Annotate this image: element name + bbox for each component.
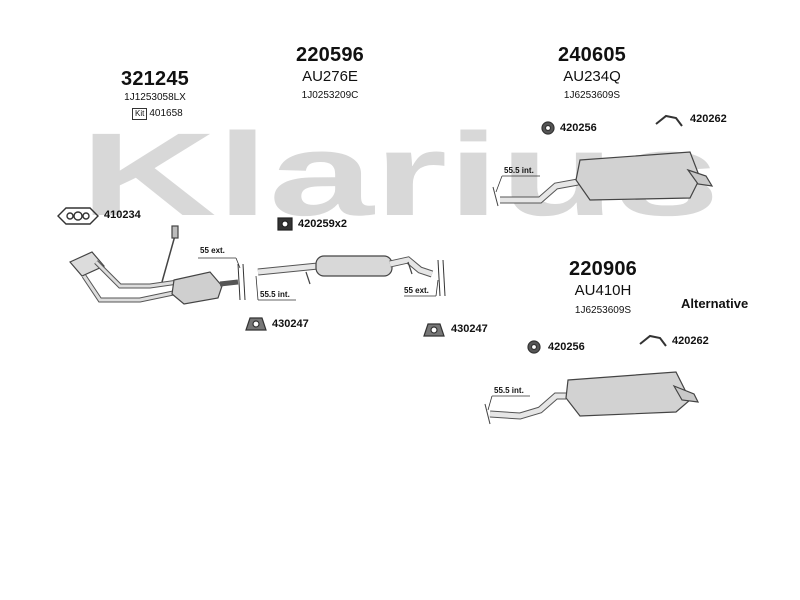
clamp-icon-420259: [277, 217, 293, 231]
fitting-420259: 420259x2: [298, 218, 347, 230]
measurement-555int-bottom: 55.5 int.: [494, 386, 524, 395]
fitting-420256-top: 420256: [560, 122, 597, 134]
joint-markers: [237, 259, 446, 301]
measurement-55ext-left: 55 ext.: [200, 246, 225, 255]
hanger-icon-top: [655, 114, 683, 127]
part-number-220906: 220906: [569, 258, 637, 280]
fitting-430247-right: 430247: [451, 323, 488, 335]
part-number-321245: 321245: [121, 68, 189, 90]
measurement-55ext-right: 55 ext.: [404, 286, 429, 295]
rubber-mount-icon-right: [423, 323, 445, 337]
fitting-420262-bottom: 420262: [672, 335, 709, 347]
middle-silencer: [257, 255, 434, 285]
rear-silencer-top: [492, 151, 714, 207]
alternative-label: Alternative: [681, 296, 749, 311]
rear-silencer-bottom: [484, 371, 700, 425]
oem-number-321245: 1J1253058LX: [124, 92, 186, 103]
rubber-mount-icon-left: [245, 317, 267, 331]
fitting-420262-top: 420262: [690, 113, 727, 125]
rubber-mount-icon-top: [541, 121, 555, 135]
ref-number-220906: AU410H: [574, 282, 632, 299]
rubber-mount-icon-bottom: [527, 340, 541, 354]
front-pipe-catalyst: [69, 225, 239, 305]
measurement-555int-top: 55.5 int.: [504, 166, 534, 175]
oem-number-220596: 1J0253209C: [301, 90, 359, 101]
ref-number-220596: AU276E: [302, 68, 358, 85]
measurement-leaders: [198, 175, 540, 411]
oem-number-220906: 1J6253609S: [574, 305, 632, 316]
fitting-420256-bottom: 420256: [548, 341, 585, 353]
kit-badge: Kit: [132, 108, 148, 120]
measurement-555int-mid: 55.5 int.: [260, 290, 290, 299]
hanger-icon-bottom: [639, 334, 667, 347]
fitting-430247-left: 430247: [272, 318, 309, 330]
part-number-240605: 240605: [558, 44, 626, 66]
ref-number-240605: AU234Q: [563, 68, 621, 85]
kit-number: 401658: [149, 108, 183, 119]
oem-number-240605: 1J6253609S: [563, 90, 621, 101]
flange-gasket-icon: [57, 207, 99, 225]
fitting-410234: 410234: [104, 209, 141, 221]
part-number-220596: 220596: [296, 44, 364, 66]
